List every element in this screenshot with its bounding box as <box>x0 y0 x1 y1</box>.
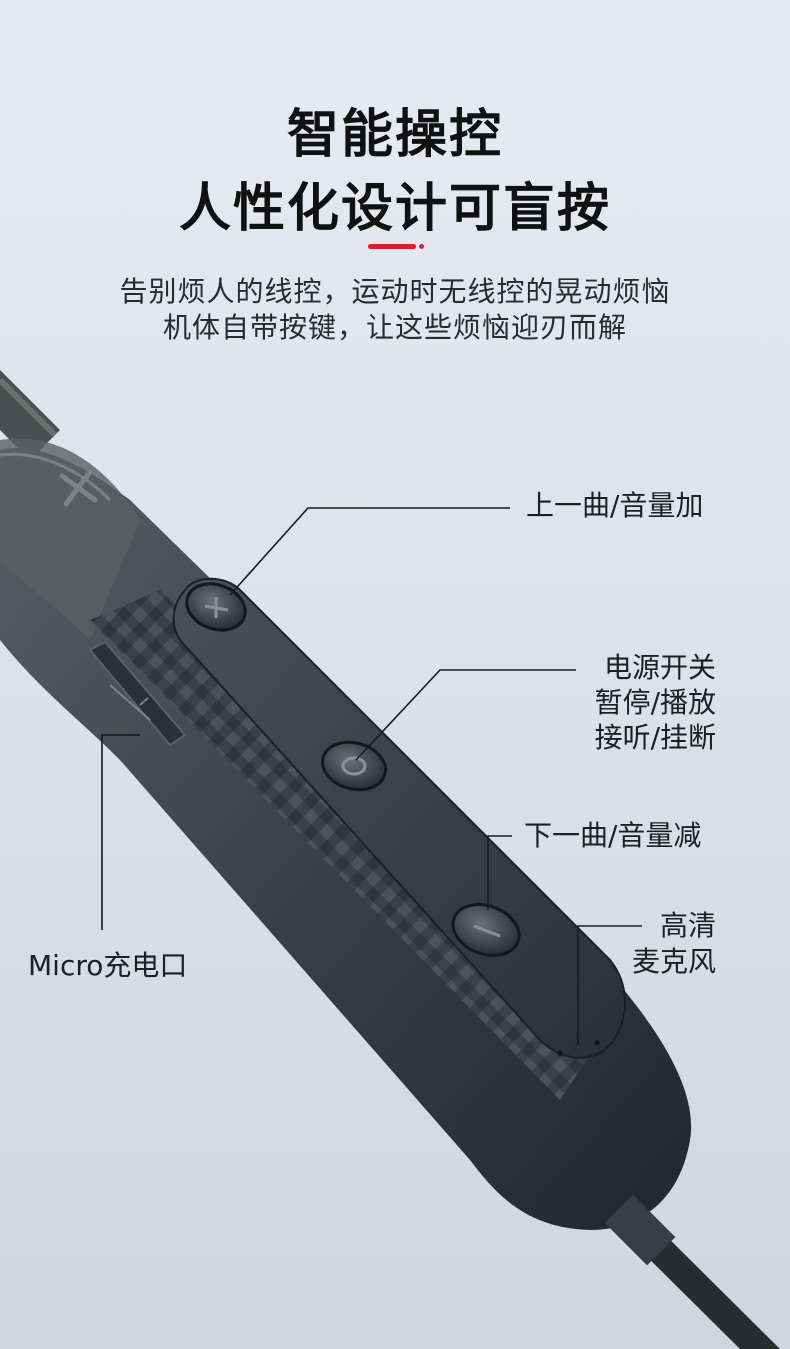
page-title: 智能操控 <box>286 105 503 165</box>
callout-mic <box>577 925 642 1045</box>
x-logo-icon <box>59 469 98 507</box>
subtitle-line2: 机体自带按键，让这些烦恼迎刃而解 <box>162 311 627 344</box>
textured-grip <box>90 590 600 1100</box>
label-power-line1: 电源开关 <box>603 651 716 684</box>
label-power-line3: 接听/挂断 <box>594 721 716 754</box>
circle-button-icon <box>341 756 367 776</box>
callout-volume-down <box>487 835 512 910</box>
microphone-hole-2 <box>594 1040 600 1046</box>
subtitle-line1: 告别烦人的线控，运动时无线控的晃动烦恼 <box>119 275 671 308</box>
usb-icon <box>109 684 151 721</box>
label-next-volume-down: 下一曲/音量减 <box>524 819 702 852</box>
label-prev-volume-up: 上一曲/音量加 <box>526 489 704 522</box>
page-title-line2: 人性化设计可盲按 <box>178 179 611 239</box>
accent-dot <box>419 244 424 249</box>
callout-volume-up <box>229 507 510 596</box>
plus-icon <box>204 597 229 618</box>
volume-down-button <box>451 903 521 957</box>
microphone-hole <box>557 1050 563 1056</box>
callout-power <box>355 669 576 761</box>
power-button <box>321 740 387 792</box>
cable-strain-relief <box>604 1194 676 1266</box>
callout-lines <box>101 507 642 1045</box>
label-mic-line1: 高清 <box>659 909 716 942</box>
minus-icon <box>473 924 501 938</box>
callout-usb <box>101 734 140 930</box>
label-mic-line2: 麦克风 <box>631 945 716 978</box>
label-charging-port: Micro充电口 <box>28 949 188 982</box>
accent-divider <box>368 244 416 249</box>
label-power-line2: 暂停/播放 <box>594 686 716 719</box>
